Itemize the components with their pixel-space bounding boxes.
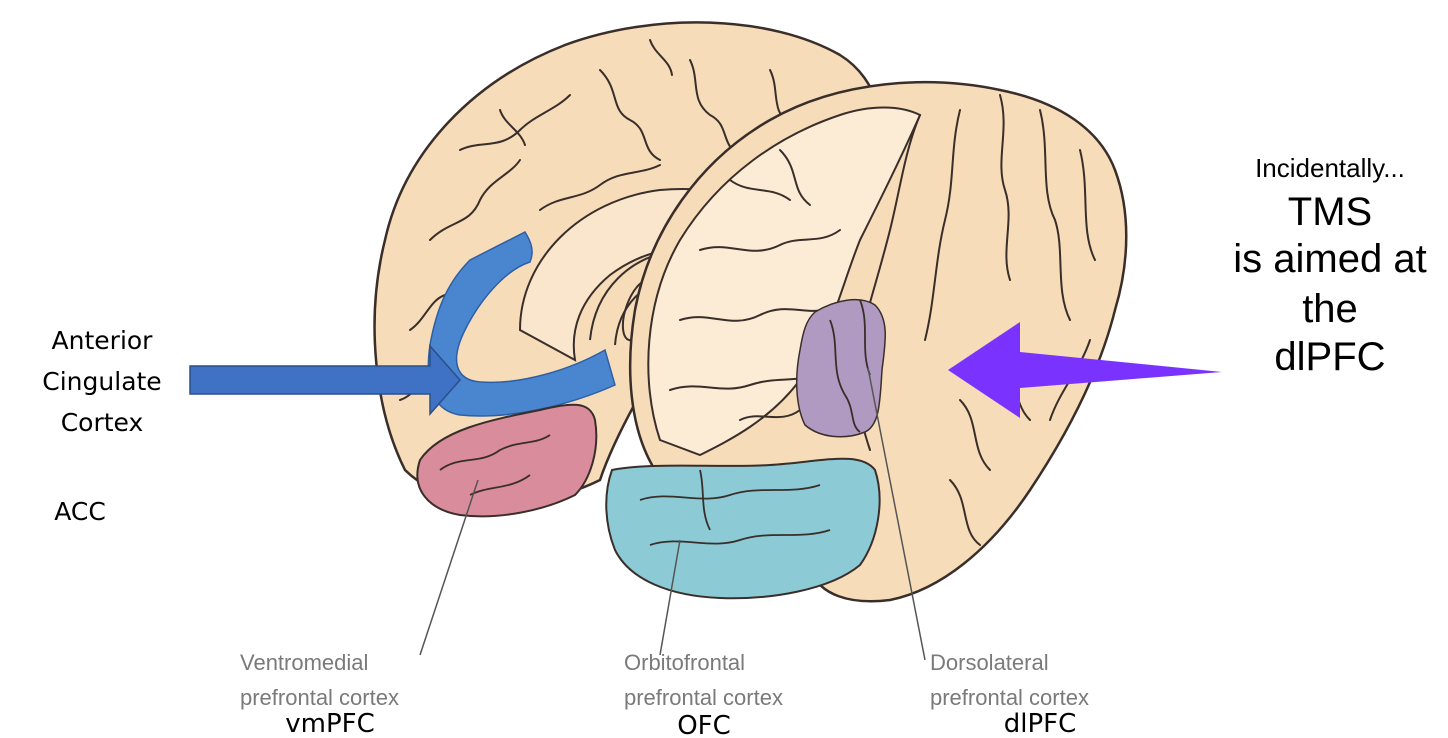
dlpfc-label-line2: prefrontal cortex (930, 685, 1089, 710)
note-line3: is aimed at (1233, 237, 1426, 281)
vmpfc-label-line1: Ventromedial (240, 650, 368, 675)
note-line1: Incidentally... (1255, 153, 1405, 183)
dlpfc-region (797, 300, 886, 437)
acc-label-line2: Cingulate (42, 367, 161, 396)
ofc-abbr: OFC (677, 711, 731, 738)
note-line4: the (1302, 287, 1358, 331)
acc-label-line3: Cortex (61, 408, 144, 437)
ofc-label-line2: prefrontal cortex (624, 685, 783, 710)
ofc-label-line1: Orbitofrontal (624, 650, 745, 675)
ofc-region (606, 459, 879, 599)
note-line2: TMS (1288, 190, 1372, 234)
dlpfc-abbr: dlPFC (1004, 709, 1077, 738)
note-line5: dlPFC (1274, 335, 1385, 379)
vmpfc-abbr: vmPFC (285, 709, 375, 738)
vmpfc-label-line2: prefrontal cortex (240, 685, 399, 710)
dlpfc-label-line1: Dorsolateral (930, 650, 1049, 675)
acc-label-line1: Anterior (52, 326, 154, 355)
acc-abbr: ACC (54, 497, 106, 526)
